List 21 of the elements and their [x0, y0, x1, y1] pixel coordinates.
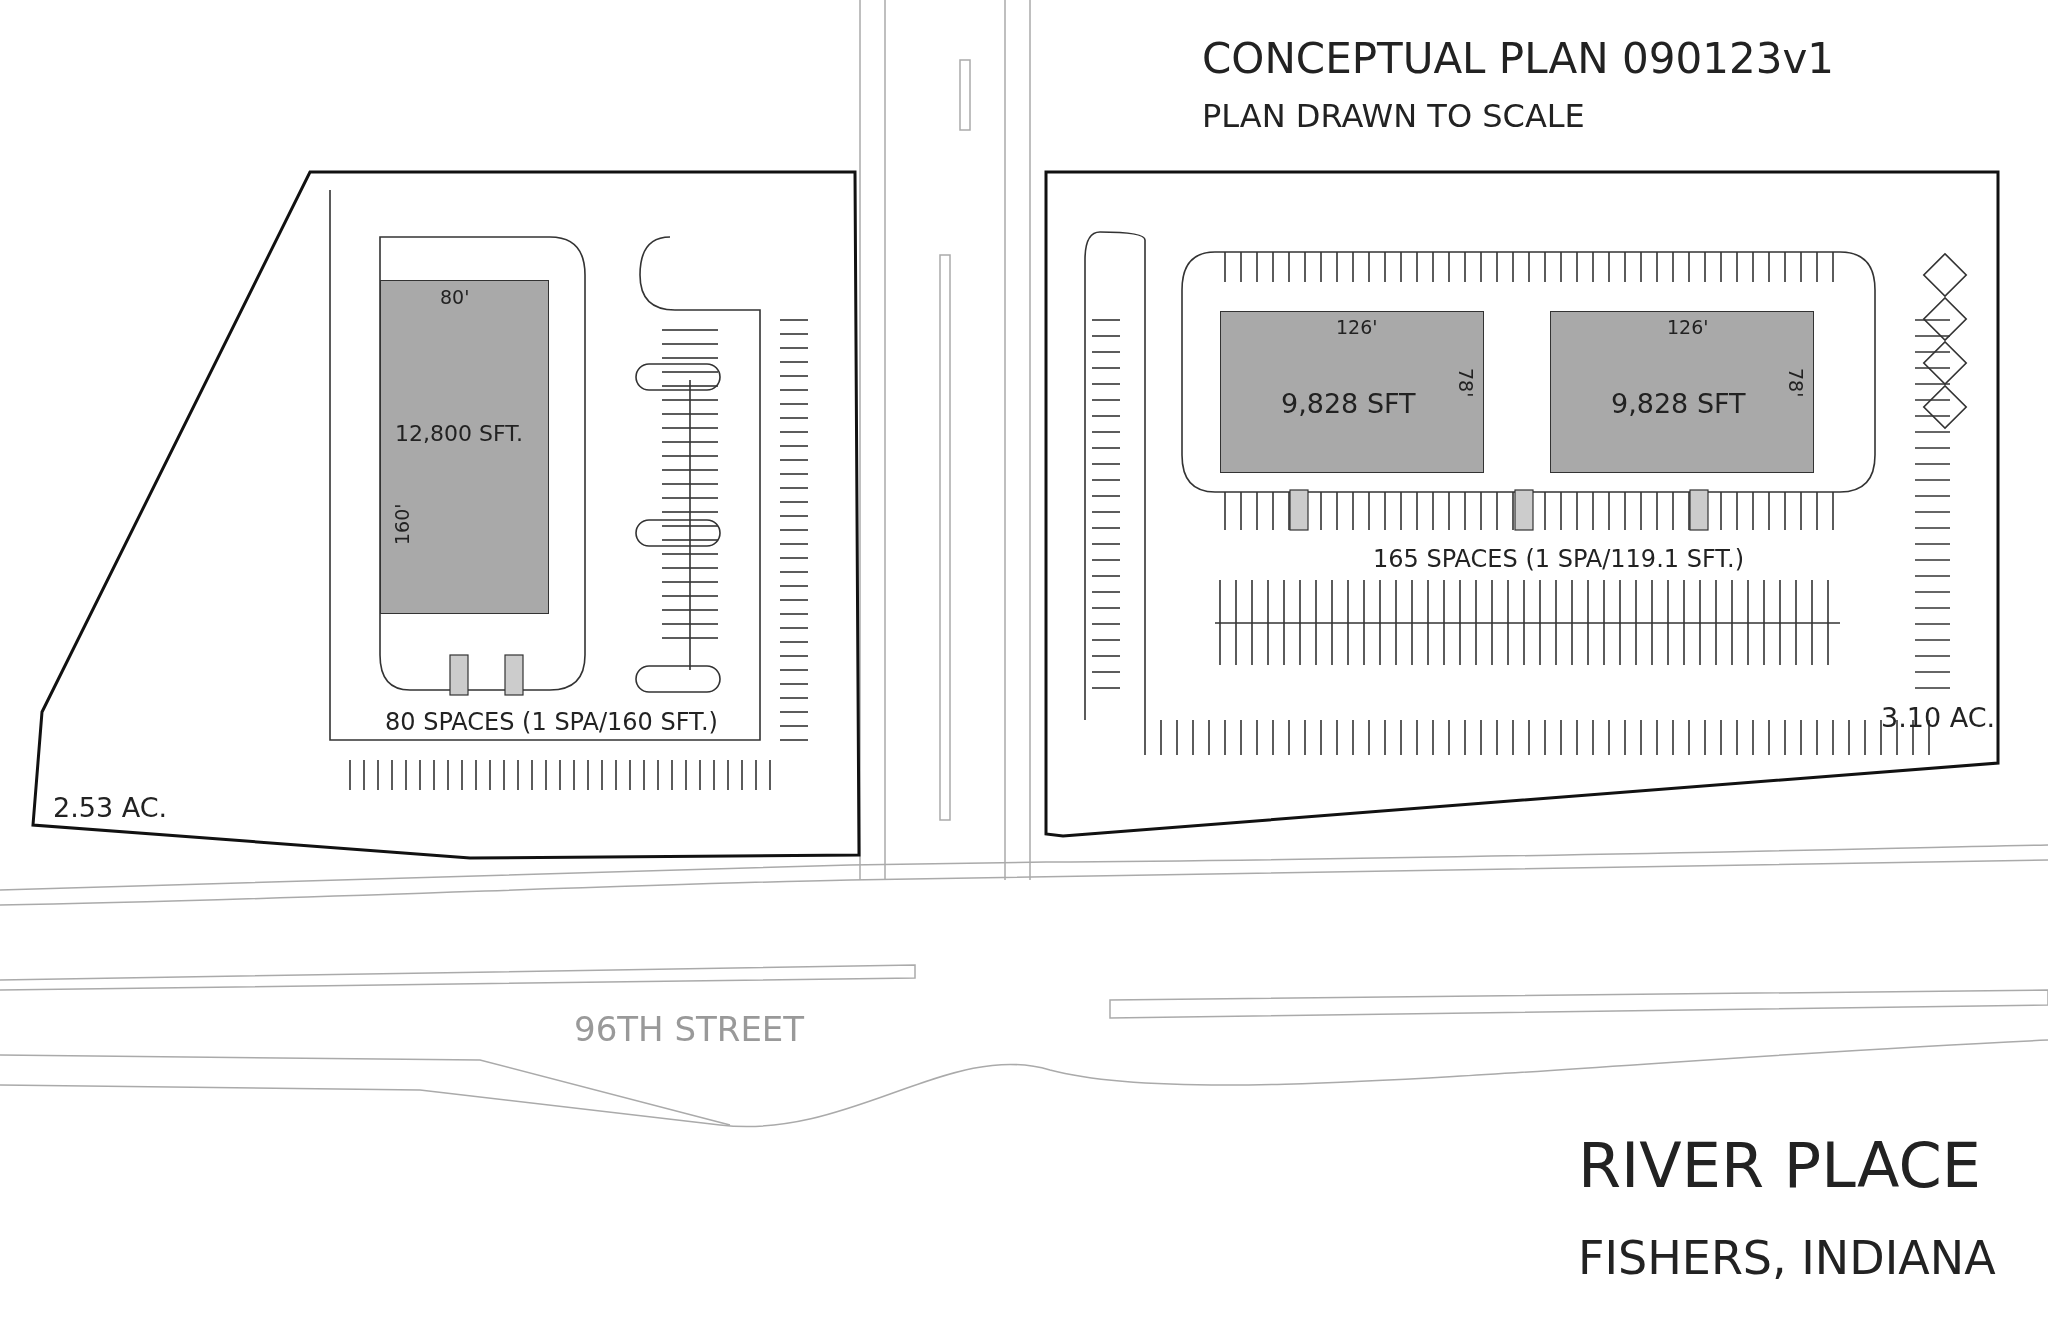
plan-title: CONCEPTUAL PLAN 090123v1 [1202, 38, 1834, 80]
location-name: FISHERS, INDIANA [1578, 1235, 1996, 1281]
dimension-label: 78' [1456, 368, 1475, 398]
dimension-label: 126' [1667, 318, 1709, 337]
area-label: 2.53 AC. [53, 794, 168, 821]
dimension-label: 160' [393, 503, 412, 545]
building-area-label: 12,800 SFT. [395, 423, 524, 445]
building-footprint [1220, 311, 1484, 473]
street-name: 96TH STREET [574, 1012, 805, 1046]
building-footprint [380, 280, 549, 614]
dimension-label: 78' [1786, 368, 1805, 398]
parking-count-label: 165 SPACES (1 SPA/119.1 SFT.) [1373, 547, 1745, 571]
dimension-label: 80' [440, 288, 470, 307]
area-label: 3.10 AC. [1881, 704, 1996, 731]
project-name: RIVER PLACE [1578, 1135, 1981, 1197]
building-area-label: 9,828 SFT [1281, 390, 1416, 417]
parking-count-label: 80 SPACES (1 SPA/160 SFT.) [385, 710, 718, 734]
building-area-label: 9,828 SFT [1611, 390, 1746, 417]
dimension-label: 126' [1336, 318, 1378, 337]
plan-note: PLAN DRAWN TO SCALE [1202, 100, 1585, 132]
building-footprint [1550, 311, 1814, 473]
